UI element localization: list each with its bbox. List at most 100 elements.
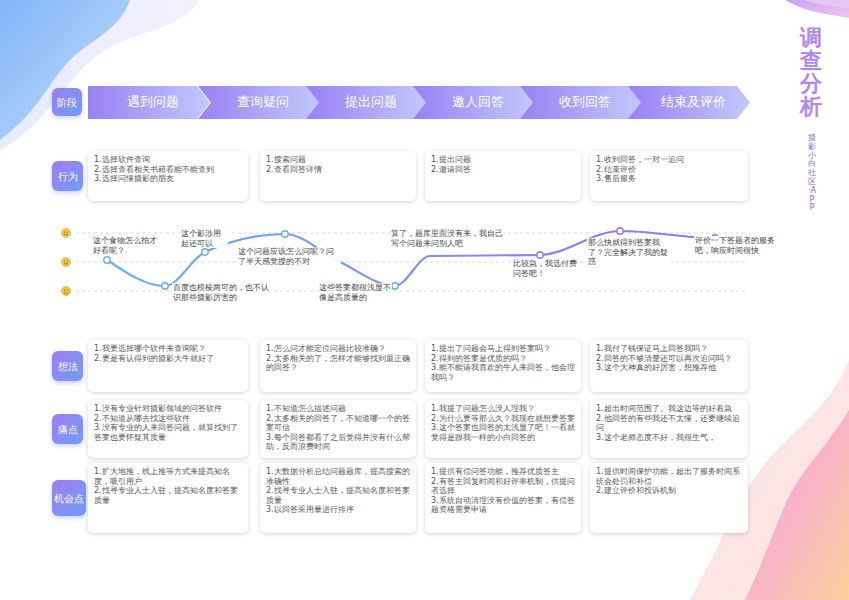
curve-note: 这个影涉用起还可以 (180, 229, 228, 248)
card-line: 2.查看回答详情 (266, 165, 410, 175)
card-line: 2.回答的不够清楚还可以再次追问吗？ (596, 354, 742, 364)
stage-name: 查询疑问 (229, 94, 289, 111)
chevron-fill (306, 86, 428, 119)
row-name: 痛点 (58, 424, 78, 435)
card-line: 2.有答主回复时间和好评率机制，供提问者选择 (431, 477, 575, 496)
curve-note: 这些答案都很浅显不像是高质量的 (318, 283, 392, 302)
page-title: 调查分析 (800, 26, 822, 118)
stage-chevron: 收到回答 (520, 86, 642, 119)
content-card: 1.怎么问才能定位问题比较准确？2.太多相关的了，怎样才能够找到最正确的回答？ (260, 340, 416, 392)
card-line: 3.以回答采用量进行排序 (266, 505, 410, 515)
mood-face (62, 229, 71, 238)
content-card: 1.没有专业针对摄影领域的问答软件2.不知道从哪去找这些软件3.没有专业的人来回… (88, 400, 248, 458)
content-card: 1.提出了问题会马上得到答案吗？2.得到的答案是优质的吗？3.能不能请我喜欢的牛… (425, 340, 581, 392)
card-line: 3.这个大神真的好厉害，想推荐他 (596, 363, 742, 373)
row-label: 阶段 (52, 88, 82, 116)
row-label: 行为 (52, 161, 83, 191)
content-card: 1.提供有偿问答功能，推荐优质答主2.有答主回复时间和好评率机制，供提问者选择3… (425, 463, 581, 533)
curve-note: 这个问题应该怎么问呢？问了半天感觉搜的不对 (237, 247, 341, 266)
stage-chevron: 提出问题 (306, 86, 428, 119)
card-line: 2.为什么要等那么久？我现在就想要答案 (431, 414, 575, 424)
card-line: 2.太多相关的了，怎样才能够找到最正确的回答？ (266, 354, 410, 373)
card-line: 2.建立评价和投诉机制 (596, 486, 742, 496)
chevron-fill (198, 86, 320, 119)
curve-note: 比较急，我选付费问答吧！ (512, 259, 578, 278)
card-line: 1.大数据分析总结问题题库，提高搜索的准确性 (266, 467, 410, 486)
card-line: 1.提供时间保护功能，超出了服务时间系统会处罚和补偿 (596, 467, 742, 486)
corner-blob (745, 410, 849, 600)
card-line: 1.我提了问题怎么没人理我？ (431, 404, 575, 414)
chevron-fill (413, 86, 535, 119)
card-line: 3.能不能请我喜欢的牛人来回答，他会理我吗？ (431, 363, 575, 382)
row-name: 阶段 (57, 97, 77, 108)
card-line: 1.不知道怎么描述问题 (266, 404, 410, 414)
mood-face (62, 258, 71, 267)
row-name: 想法 (58, 361, 78, 372)
card-line: 1.没有专业针对摄影领域的问答软件 (94, 404, 242, 414)
card-line: 1.我要选择哪个软件来查询呢？ (94, 344, 242, 354)
stage-name: 结束及评价 (653, 94, 726, 111)
stage-name: 遇到问题 (119, 94, 179, 111)
corner-wave (0, 0, 200, 150)
row-name: 行为 (58, 171, 78, 182)
chevron-fill (88, 86, 210, 119)
card-line: 1.搜索问题 (266, 155, 410, 165)
row-label: 机会点 (52, 480, 86, 516)
curve-point (202, 249, 208, 255)
curve-note: 评价一下答题者的服务吧，响应时间很快 (694, 236, 778, 255)
content-card: 1.超出时间范围了。我这边等的好着急2.他回答的有些我还不太懂，还要继续追问3.… (590, 400, 748, 458)
corner-blob (0, 0, 130, 140)
curve-note: 算了，题库里面没有来，我自己写个问题来问别人吧 (390, 229, 504, 248)
row-name: 机会点 (54, 493, 84, 504)
card-line: 2.太多相关的回答了，不知道哪一个的答案可信 (266, 414, 410, 433)
card-line: 2.要是有认得到的摄影大牛就好了 (94, 354, 242, 364)
card-line: 3.这个答案也回答的太浅显了吧！一看就觉得是跟我一样的小白回答的 (431, 423, 575, 442)
curve-point (617, 228, 623, 234)
card-line: 3.系统自动清理没有价值的答案，有偿答题资格需要申请 (431, 496, 575, 515)
corner-accent (805, 0, 849, 8)
content-card: 1.搜索问题2.查看回答详情 (260, 151, 416, 201)
card-line: 1.提供有偿问答功能，推荐优质答主 (431, 467, 575, 477)
card-line: 1.我付了钱保证马上回答我吗？ (596, 344, 742, 354)
card-line: 3.每个回答都看了之后觉得并没有什么帮助，反而浪费时间 (266, 433, 410, 452)
curve-point (537, 252, 543, 258)
card-line: 2.得到的答案是优质的吗？ (431, 354, 575, 364)
chevron-fill (520, 86, 642, 119)
stage-name: 邀人回答 (444, 94, 504, 111)
stage-chevron: 遇到问题 (88, 86, 210, 119)
card-line: 1.扩大地推，线上推等方式来提高知名度，吸引用户 (94, 467, 242, 486)
card-line: 3.选择问懂摄影的朋友 (94, 174, 242, 184)
row-label: 痛点 (52, 414, 83, 444)
content-card: 1.我提了问题怎么没人理我？2.为什么要等那么久？我现在就想要答案3.这个答案也… (425, 400, 581, 458)
subtitle: 摄影小白社区·APP (808, 134, 816, 213)
card-line: 2.他回答的有些我还不太懂，还要继续追问 (596, 414, 742, 433)
content-card: 1.不知道怎么描述问题2.太多相关的回答了，不知道哪一个的答案可信3.每个回答都… (260, 400, 416, 458)
card-line: 3.这个老师态度不好，我很生气， (596, 433, 742, 443)
stage-name: 收到回答 (551, 94, 611, 111)
content-card: 1.选择软件查询2.选择查看相关书籍看能不能查到3.选择问懂摄影的朋友 (88, 151, 248, 201)
content-card: 1.大数据分析总结问题题库，提高搜索的准确性2.找寻专业人士入驻，提高知名度和答… (260, 463, 416, 533)
card-line: 3.没有专业的人来回答问题，就算找到了答案也要怀疑其质量 (94, 423, 242, 442)
stage-chevron: 邀人回答 (413, 86, 535, 119)
content-card: 1.提供时间保护功能，超出了服务时间系统会处罚和补偿2.建立评价和投诉机制 (590, 463, 748, 533)
curve-point (282, 231, 288, 237)
content-card: 1.我付了钱保证马上回答我吗？2.回答的不够清楚还可以再次追问吗？3.这个大神真… (590, 340, 748, 392)
card-line: 2.结束评价 (596, 165, 742, 175)
curve-note: 这个食物怎么拍才好看呢？ (92, 236, 158, 255)
mood-face (62, 287, 71, 296)
row-label: 想法 (52, 351, 83, 381)
curve-point (392, 283, 398, 289)
stage-chevron: 结束及评价 (628, 86, 750, 119)
curve-note: 那么快就得到答案我了？完全解决了我的疑惑 (587, 238, 671, 267)
card-line: 1.收到回答，一对一追问 (596, 155, 742, 165)
card-line: 1.超出时间范围了。我这边等的好着急 (596, 404, 742, 414)
content-card: 1.我要选择哪个软件来查询呢？2.要是有认得到的摄影大牛就好了 (88, 340, 248, 392)
content-card: 1.提出问题2.邀请回答 (425, 151, 581, 201)
card-line: 2.不知道从哪去找这些软件 (94, 414, 242, 424)
card-line: 1.怎么问才能定位问题比较准确？ (266, 344, 410, 354)
curve-point (162, 283, 168, 289)
content-card: 1.扩大地推，线上推等方式来提高知名度，吸引用户2.找寻专业人士入驻，提高知名度… (88, 463, 248, 533)
card-line: 1.选择软件查询 (94, 155, 242, 165)
curve-point (104, 257, 110, 263)
content-card: 1.收到回答，一对一追问2.结束评价3.售后服务 (590, 151, 748, 201)
